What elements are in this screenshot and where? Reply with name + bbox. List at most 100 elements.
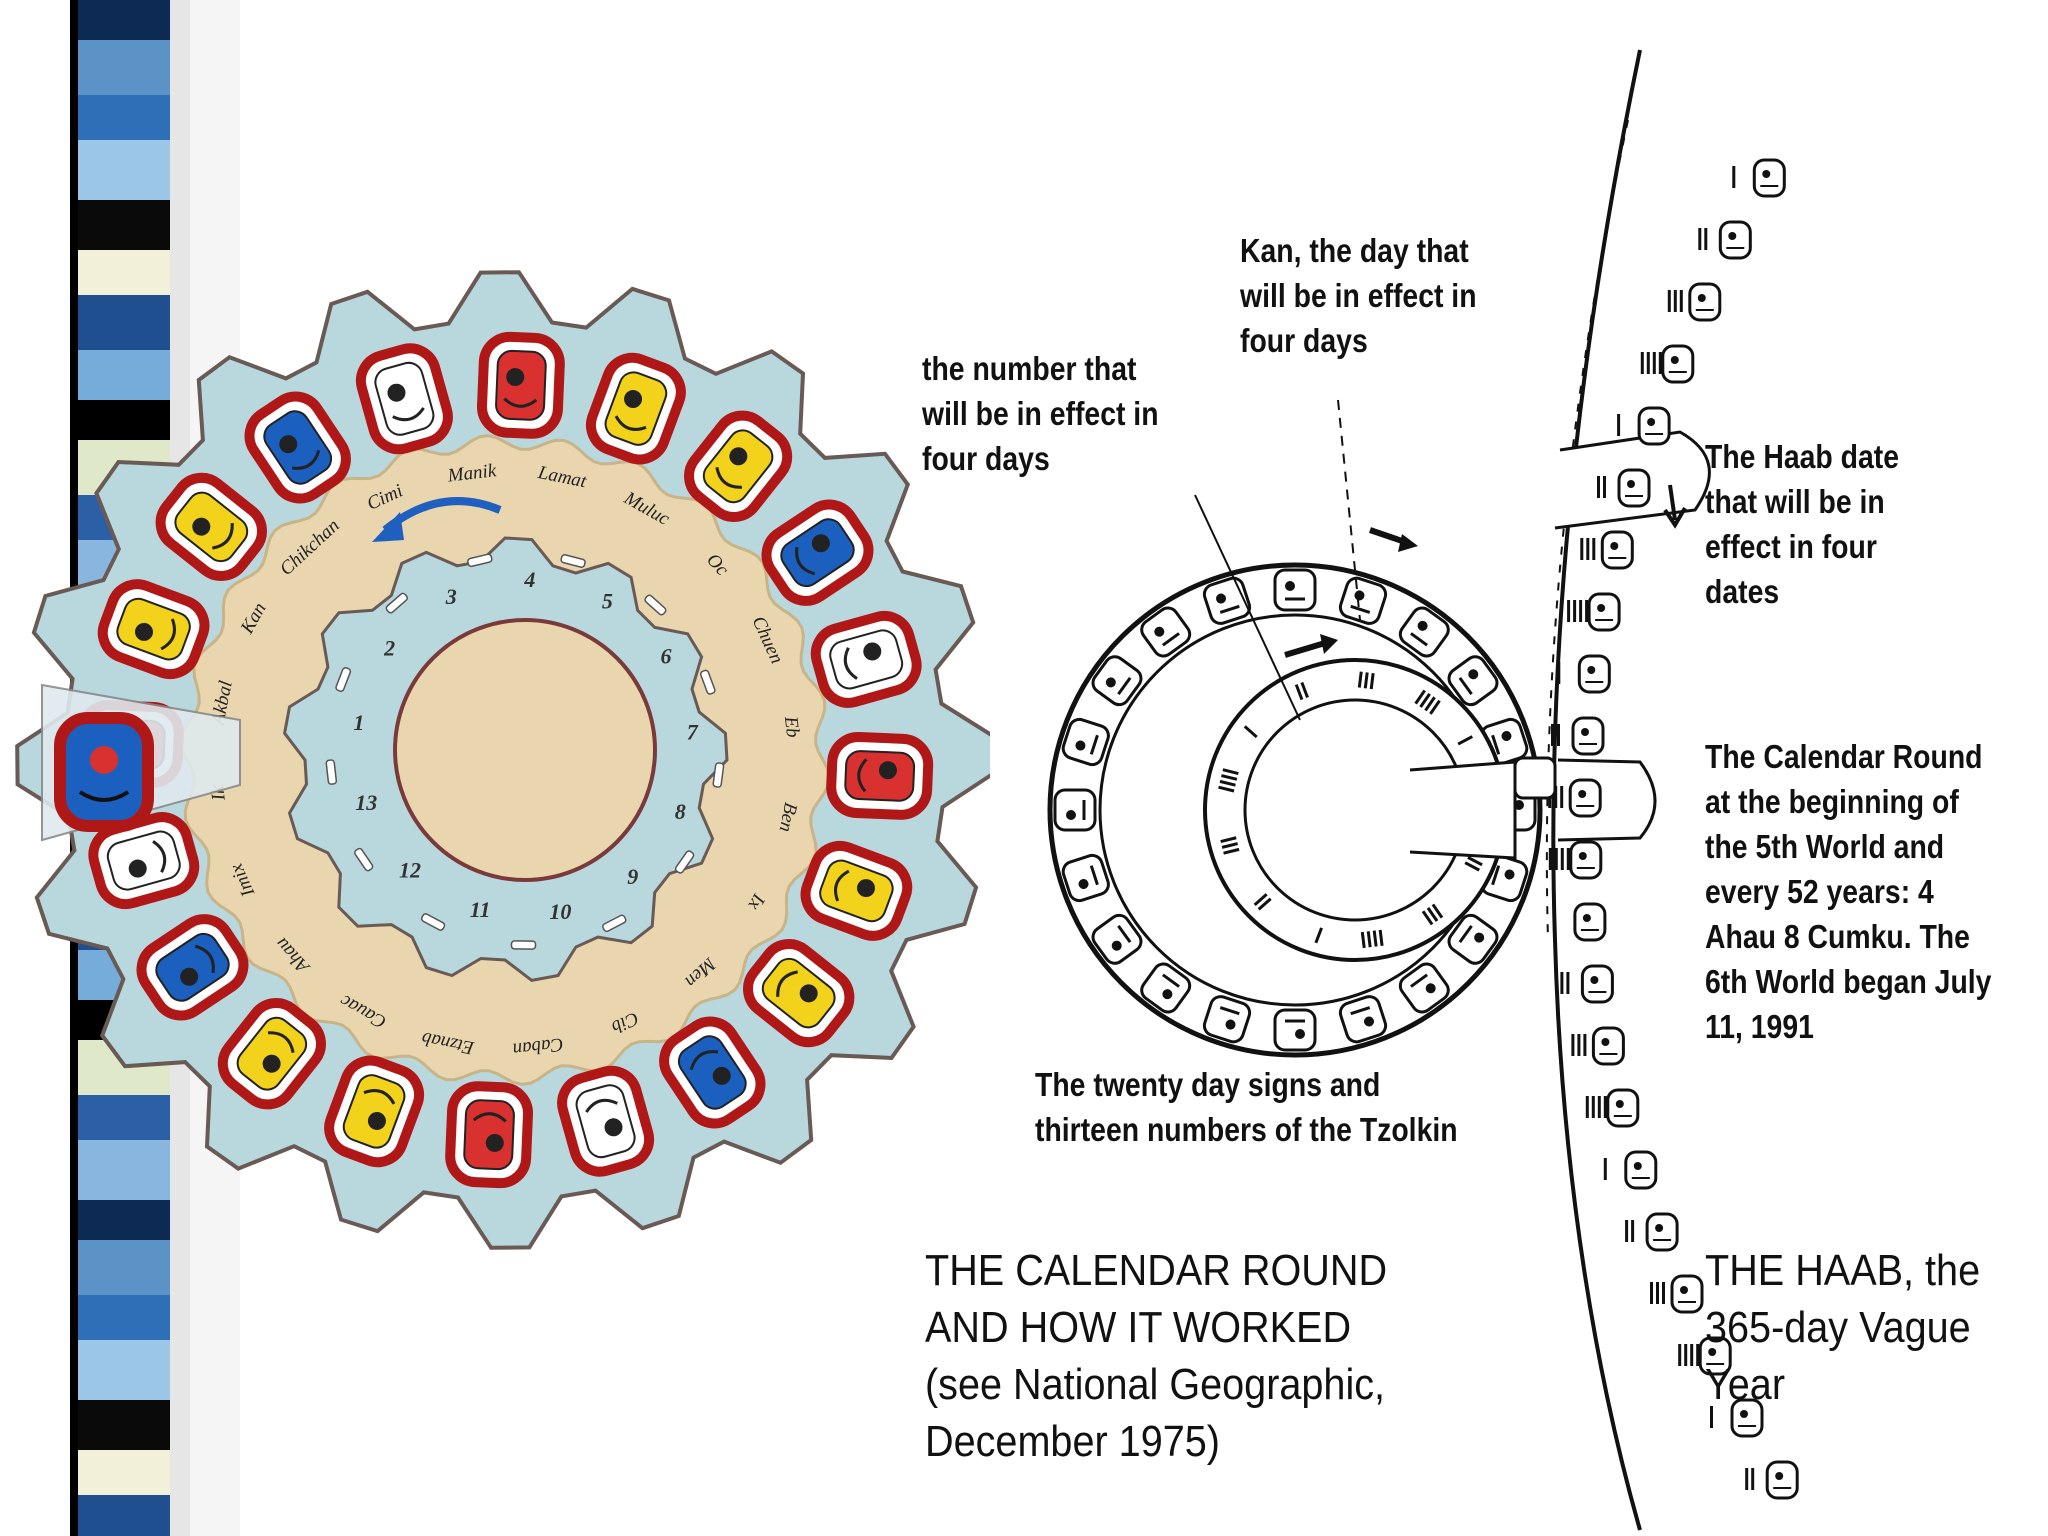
day-sign-glyph <box>324 1055 425 1168</box>
tzolkin-number: 7 <box>687 720 699 745</box>
day-sign-glyph <box>355 343 453 455</box>
stripe-band <box>70 350 170 400</box>
gear-day-sign <box>1140 962 1192 1014</box>
gear-day-sign <box>1061 853 1110 903</box>
haab-glyph <box>1580 530 1634 570</box>
calendar-round-caption: The Calendar Round at the beginning of t… <box>1705 738 1992 1045</box>
haab-glyph <box>1548 840 1603 880</box>
stripe-band <box>70 1400 170 1450</box>
wheel-number-ring <box>283 536 729 982</box>
haab-glyph <box>1560 964 1614 1004</box>
stripe-band <box>70 1240 170 1295</box>
haab-glyph <box>1585 1088 1640 1128</box>
day-sign-glyph <box>659 1016 766 1129</box>
tzolkin-number: 4 <box>523 567 535 592</box>
haab-glyph <box>1603 1150 1658 1190</box>
gear-day-sign <box>1398 962 1450 1014</box>
gear-number-mark <box>1218 768 1239 793</box>
tzolkin-number: 1 <box>353 710 364 735</box>
tzolkin-number: 12 <box>399 857 421 882</box>
day-sign-glyph <box>445 1081 534 1189</box>
gear-day-sign <box>1091 655 1143 707</box>
tzolkin-number: 9 <box>627 864 638 889</box>
gear-number-mark <box>1220 836 1240 855</box>
gear-day-sign <box>1273 568 1317 612</box>
gear-number-mark <box>1457 735 1473 746</box>
gear-day-sign <box>1091 913 1143 965</box>
haab-glyph <box>1552 902 1607 942</box>
haab-title: THE HAAB, the 365-day Vague Year <box>1705 1246 1981 1409</box>
gear-day-sign <box>1447 913 1499 965</box>
gear-day-sign <box>1398 606 1450 658</box>
pointer-lines <box>1194 399 1418 721</box>
gear-number-mark <box>1243 725 1258 739</box>
stripe-band <box>70 1095 170 1140</box>
stripe-band <box>70 200 170 250</box>
day-sign-glyph <box>761 499 874 606</box>
tzolkin-gear <box>1047 562 1557 1058</box>
haab-glyph <box>1745 1460 1799 1500</box>
tzolkin-caption: The twenty day signs and thirteen number… <box>1035 1066 1458 1148</box>
haab-glyph <box>1667 282 1722 322</box>
gear-number-mark <box>1294 681 1309 701</box>
haab-glyph <box>1650 1274 1704 1314</box>
day-sign-glyph <box>557 1065 655 1177</box>
number-caption: the number that will be in effect in fou… <box>922 350 1159 477</box>
day-sign-glyph <box>800 840 913 941</box>
tzolkin-number: 6 <box>661 644 672 669</box>
kan-caption: Kan, the day that will be in effect in f… <box>1240 232 1477 359</box>
stripe-band <box>70 250 170 295</box>
stripe-band <box>70 1200 170 1240</box>
day-sign-glyph <box>826 731 934 820</box>
day-sign-glyph <box>244 391 351 504</box>
day-sign-glyphs <box>76 331 934 1189</box>
day-sign-glyph <box>476 331 565 439</box>
day-sign-glyph <box>97 579 210 680</box>
gear-number-mark <box>1360 929 1384 949</box>
stripe-band <box>70 400 170 440</box>
day-sign-glyph <box>810 610 922 708</box>
stripe-band <box>70 1495 170 1536</box>
gear-day-sign <box>1273 1008 1317 1052</box>
haab-glyph <box>1597 468 1651 508</box>
rotation-arrow-icon <box>372 497 502 542</box>
day-sign-glyph <box>684 410 793 522</box>
selected-day-pointer <box>41 683 241 842</box>
main-title: THE CALENDAR ROUND AND HOW IT WORKED (se… <box>925 1246 1388 1466</box>
day-name-label: Eb <box>780 714 803 738</box>
gear-day-sign <box>1202 995 1252 1044</box>
stripe-band <box>70 0 170 40</box>
gear-number-mark <box>1421 903 1444 926</box>
stripe-band <box>70 1340 170 1400</box>
haab-glyph <box>1617 406 1671 446</box>
stripe-band <box>70 95 170 140</box>
gear-day-sign <box>1140 606 1192 658</box>
haab-glyph <box>1732 158 1786 198</box>
day-sign-glyph <box>136 914 249 1021</box>
gear-number-mark <box>1464 856 1483 872</box>
tzolkin-number: 3 <box>445 584 457 609</box>
haab-glyph <box>1557 654 1611 694</box>
haab-glyph <box>1571 1026 1625 1066</box>
haab-glyph <box>1640 344 1695 384</box>
gear-number-mark <box>1414 689 1441 715</box>
gear-mechanism-diagram <box>1047 49 1799 1531</box>
tzolkin-number: 10 <box>549 899 571 924</box>
stripe-band <box>70 1140 170 1200</box>
haab-glyph <box>1551 716 1605 756</box>
haab-strip <box>1545 49 1799 1531</box>
gear-number-mark <box>1253 893 1272 911</box>
gear-day-sign <box>1053 788 1097 832</box>
day-sign-glyph <box>743 939 855 1048</box>
gear-number-mark <box>1357 671 1375 690</box>
haab-glyph <box>1625 1212 1679 1252</box>
tzolkin-number: 2 <box>383 636 395 661</box>
haab-glyph <box>1710 1398 1764 1438</box>
haab-date-caption: The Haab date that will be in effect in … <box>1705 438 1899 610</box>
gear-day-sign <box>1061 717 1110 767</box>
stripe-band <box>70 295 170 350</box>
haab-glyph <box>1567 592 1621 632</box>
tzolkin-number: 5 <box>602 589 613 614</box>
gear-number-mark <box>1314 927 1323 944</box>
